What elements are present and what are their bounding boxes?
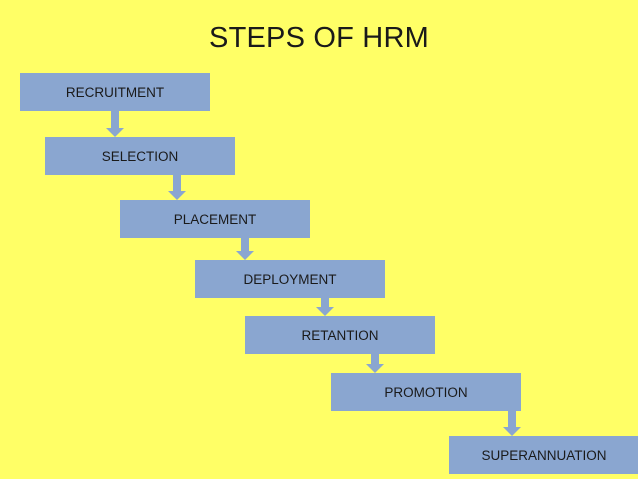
step-label-retantion: RETANTION bbox=[301, 327, 379, 343]
step-label-deployment: DEPLOYMENT bbox=[243, 271, 337, 287]
arrow-deployment-to-retantion bbox=[316, 298, 334, 316]
step-box-promotion[interactable]: PROMOTION bbox=[331, 373, 521, 411]
step-box-retantion[interactable]: RETANTION bbox=[245, 316, 435, 354]
step-label-recruitment: RECRUITMENT bbox=[65, 84, 165, 100]
step-box-superannuation[interactable]: SUPERANNUATION bbox=[449, 436, 638, 474]
step-label-placement: PLACEMENT bbox=[173, 211, 257, 227]
page-title: STEPS OF HRM bbox=[209, 22, 429, 54]
arrow-recruitment-to-selection bbox=[106, 111, 124, 137]
arrow-retantion-to-promotion bbox=[366, 354, 384, 373]
step-box-placement[interactable]: PLACEMENT bbox=[120, 200, 310, 238]
arrow-placement-to-deployment bbox=[236, 238, 254, 260]
arrow-selection-to-placement bbox=[168, 175, 186, 200]
step-box-selection[interactable]: SELECTION bbox=[45, 137, 235, 175]
step-label-superannuation: SUPERANNUATION bbox=[481, 447, 607, 463]
step-label-promotion: PROMOTION bbox=[384, 384, 468, 400]
arrow-promotion-to-superannuation bbox=[503, 411, 521, 436]
step-box-deployment[interactable]: DEPLOYMENT bbox=[195, 260, 385, 298]
step-label-selection: SELECTION bbox=[101, 148, 179, 164]
step-box-recruitment[interactable]: RECRUITMENT bbox=[20, 73, 210, 111]
